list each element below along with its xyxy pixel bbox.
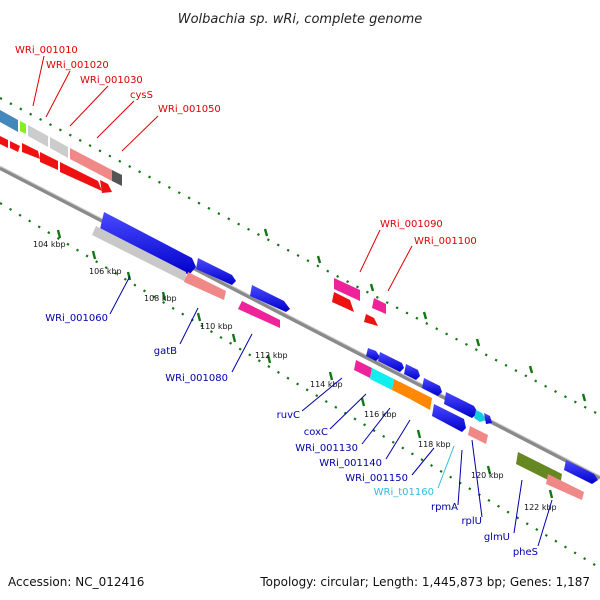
gene-label: cysS — [130, 90, 153, 101]
outer-scale-dots — [0, 97, 600, 416]
tick-labels: 104 kbp 106 kbp 108 kbp 110 kbp 112 kbp … — [33, 240, 557, 512]
upper-leader-lines — [32, 55, 413, 292]
lower-genes-middle — [92, 212, 290, 328]
gene-label: WRi_001150 — [345, 473, 408, 484]
gene-label: WRi_001080 — [165, 373, 228, 384]
gene-feature — [50, 137, 68, 158]
gene-feature — [378, 352, 404, 372]
tick-label: 106 kbp — [89, 267, 122, 276]
gene-label: coxC — [304, 427, 328, 438]
upper-gene-labels: WRi_001010 WRi_001020 WRi_001030 cysS WR… — [15, 45, 477, 247]
gene-feature — [334, 278, 360, 301]
gene-feature — [60, 162, 102, 191]
gene-feature — [392, 379, 412, 399]
gene-label: WRi_001090 — [380, 219, 443, 230]
gene-feature — [100, 180, 112, 193]
gene-feature — [410, 388, 432, 410]
gene-feature — [196, 258, 236, 285]
gene-feature — [20, 121, 26, 134]
gene-label: rplU — [461, 516, 482, 527]
tick-label: 112 kbp — [255, 351, 288, 360]
outer-ticks — [263, 228, 587, 402]
gene-feature — [474, 410, 486, 422]
gene-feature — [22, 143, 40, 159]
gene-label: WRi_001140 — [319, 458, 382, 469]
genome-summary: Topology: circular; Length: 1,445,873 bp… — [259, 575, 590, 589]
gene-feature — [70, 148, 112, 181]
gene-feature — [0, 136, 8, 148]
gene-label: WRi_001130 — [295, 443, 358, 454]
gene-feature — [468, 426, 488, 444]
gene-feature — [564, 460, 598, 484]
gene-feature — [238, 301, 280, 328]
inner-scale-dots — [0, 202, 600, 569]
map-title: Wolbachia sp. wRi, complete genome — [178, 12, 423, 27]
gene-label: gatB — [154, 346, 177, 357]
gene-feature — [422, 378, 442, 396]
trna-leader-line — [437, 445, 455, 489]
lower-genes-right — [354, 348, 598, 500]
major-ticks — [56, 229, 554, 499]
gene-feature — [370, 368, 394, 390]
tick-label: 120 kbp — [471, 471, 504, 480]
gene-feature — [366, 348, 380, 361]
gene-label: rpmA — [431, 502, 458, 513]
trna-label: WRi_t01160 — [374, 487, 434, 498]
gene-feature — [432, 404, 466, 432]
genome-backbone-highlight — [0, 165, 600, 477]
gene-feature — [0, 110, 18, 132]
upper-genes-left — [0, 110, 122, 193]
gene-label: ruvC — [277, 410, 300, 421]
gene-feature — [112, 170, 122, 186]
gene-label: pheS — [513, 547, 538, 558]
gene-label: WRi_001010 — [15, 45, 78, 56]
gene-feature — [332, 292, 354, 312]
genome-backbone — [0, 166, 600, 480]
gene-feature — [372, 298, 386, 314]
gene-feature — [100, 212, 196, 275]
gene-label: glmU — [484, 532, 510, 543]
tick-label: 118 kbp — [418, 440, 451, 449]
gene-feature — [40, 152, 58, 170]
tick-label: 122 kbp — [524, 503, 557, 512]
gene-feature — [28, 125, 48, 147]
tick-label: 108 kbp — [144, 294, 177, 303]
tick-label: 116 kbp — [364, 410, 397, 419]
gene-feature — [484, 413, 492, 424]
gene-feature — [184, 272, 226, 300]
gene-feature — [404, 364, 420, 380]
gene-label: WRi_001100 — [414, 236, 477, 247]
lower-leader-lines — [109, 275, 553, 547]
accession-text: Accession: NC_012416 — [8, 575, 144, 589]
gene-label: WRi_001060 — [45, 313, 108, 324]
tick-label: 110 kbp — [200, 322, 233, 331]
upper-genes-right — [332, 278, 386, 326]
gene-feature — [364, 314, 378, 326]
gene-label: WRi_001050 — [158, 104, 221, 115]
gene-feature — [354, 360, 372, 378]
tick-label: 114 kbp — [310, 380, 343, 389]
tick-label: 104 kbp — [33, 240, 66, 249]
gene-feature — [250, 285, 290, 312]
gene-feature — [444, 392, 478, 418]
gene-feature — [10, 141, 20, 152]
gene-feature — [92, 226, 186, 282]
lower-gene-labels: WRi_001060 gatB WRi_001080 ruvC coxC WRi… — [45, 313, 538, 558]
gene-label: WRi_001030 — [80, 75, 143, 86]
gene-feature — [546, 474, 584, 500]
gene-label: WRi_001020 — [46, 60, 109, 71]
